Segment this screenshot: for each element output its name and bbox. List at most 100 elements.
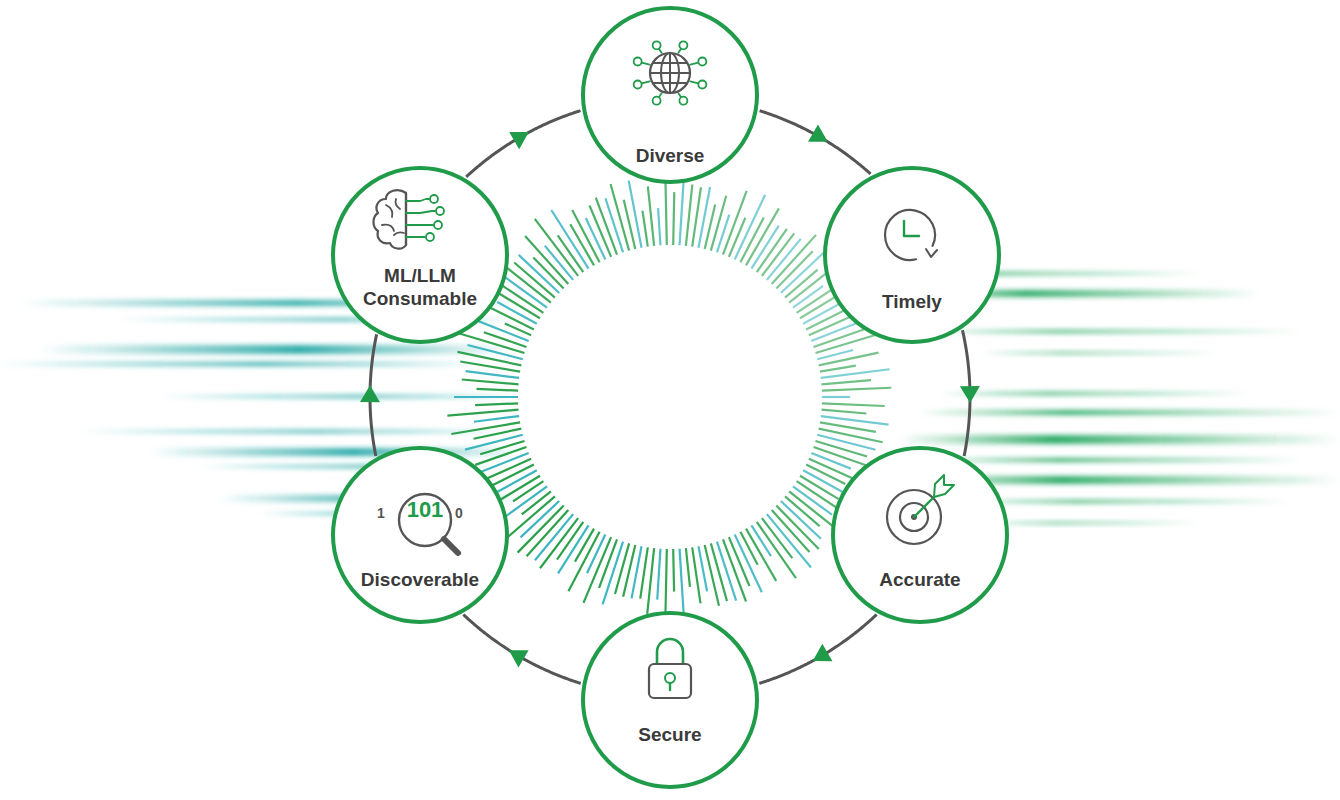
speed-streak (150, 448, 520, 456)
feature-circle: Accurate (830, 445, 1010, 625)
radial-tick (698, 546, 707, 591)
speed-streak (940, 392, 1250, 395)
node-label: Accurate (852, 568, 988, 591)
ring-segment (759, 614, 876, 683)
cycle-connector (760, 111, 871, 174)
radial-tick (535, 514, 573, 560)
radial-tick (623, 545, 635, 597)
circle-border (333, 448, 507, 622)
node-label: Timely (844, 290, 980, 313)
radial-tick (451, 422, 520, 434)
arrowhead (509, 132, 529, 149)
target-icon (887, 475, 954, 544)
radial-tick (822, 388, 891, 391)
radial-tick (658, 208, 660, 245)
radial-tick (496, 282, 543, 313)
radial-tick (525, 236, 568, 284)
ring-segment (760, 111, 871, 174)
radial-tick (466, 371, 520, 378)
radial-tick (822, 403, 885, 406)
speed-streak (40, 345, 510, 354)
radial-tick (504, 266, 551, 303)
radial-tick (729, 218, 745, 257)
radial-tick (665, 549, 666, 620)
cycle-connector (360, 334, 380, 456)
radial-tick (680, 549, 684, 616)
circle-outline (330, 165, 510, 345)
radial-tick (711, 196, 726, 251)
radial-tick (611, 184, 630, 251)
arrowhead (360, 385, 380, 402)
radial-tick (454, 396, 518, 398)
ring-segment (466, 111, 580, 177)
radial-tick (767, 239, 801, 280)
radial-tick (757, 522, 796, 578)
feature-circle: Timely (822, 165, 1002, 345)
radial-tick (680, 179, 684, 245)
arrowhead (813, 644, 833, 661)
radial-tick (457, 352, 521, 366)
speed-streak (930, 458, 1300, 462)
radial-tick (821, 369, 890, 378)
speed-streak (980, 522, 1200, 524)
node-label: ML/LLM Consumable (352, 264, 488, 310)
node-label: Secure (602, 723, 738, 746)
radial-tick (551, 210, 588, 269)
circle-border (833, 448, 1007, 622)
radial-tick (817, 435, 875, 450)
radial-tick (762, 233, 794, 276)
radial-tick (820, 366, 856, 372)
radial-tick (468, 345, 523, 359)
globe-icon (634, 41, 707, 104)
binary-digit: 1 (377, 505, 385, 521)
clock-icon (885, 210, 937, 260)
radial-tick (686, 548, 690, 587)
arrowhead (960, 386, 980, 403)
binary-digit: 0 (455, 505, 463, 521)
radial-tick (821, 410, 866, 414)
radial-tick (514, 263, 555, 298)
radial-tick (789, 491, 836, 528)
speed-streak (930, 330, 1300, 333)
radial-tick (781, 501, 821, 539)
circle-outline (830, 445, 1010, 625)
radial-tick (647, 548, 654, 614)
radial-tick (751, 525, 771, 556)
radial-tick (772, 510, 810, 552)
cycle-connector (463, 614, 580, 683)
radial-tick (717, 215, 729, 253)
radial-tick (540, 518, 578, 568)
circle-outline (330, 445, 510, 625)
radial-tick (767, 514, 811, 567)
radial-tick (642, 211, 647, 247)
radial-tick (476, 389, 518, 391)
radial-tick (648, 186, 654, 246)
radial-tick (686, 184, 692, 245)
radial-tick (692, 547, 700, 603)
radial-tick (817, 350, 853, 359)
radial-tick (816, 441, 868, 457)
node-label: Diverse (602, 144, 738, 167)
radial-tick (629, 181, 642, 248)
radial-tick (558, 525, 588, 573)
magnifier-icon (399, 494, 458, 553)
lock-icon (649, 639, 691, 698)
radial-tick (507, 496, 555, 537)
radial-tick (746, 208, 779, 265)
cycle-connector (960, 330, 980, 456)
radial-tick (673, 192, 674, 245)
radial-tick (475, 447, 526, 465)
circle-border (583, 613, 757, 787)
radial-tick (698, 187, 710, 248)
feature-circle: ML/LLM Consumable (330, 165, 510, 345)
radial-tick (819, 429, 883, 443)
radial-tick (527, 510, 569, 556)
radial-tick (776, 251, 812, 288)
circle-outline (822, 165, 1002, 345)
radial-tick (615, 543, 629, 594)
feature-circle: Diverse (580, 5, 760, 185)
radial-tick (484, 332, 527, 347)
speed-streak (920, 410, 1340, 415)
radial-tick (474, 416, 519, 422)
